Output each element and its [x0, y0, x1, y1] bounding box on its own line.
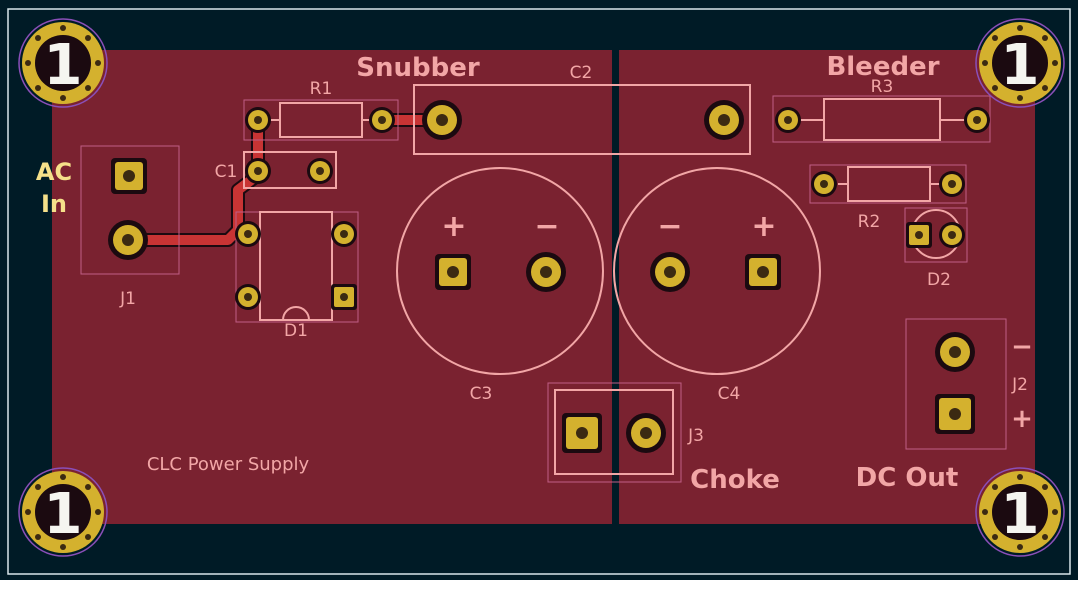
- ref-j2: J2: [1011, 375, 1028, 395]
- c3-plus-sign: +: [441, 209, 466, 244]
- label-in: In: [41, 190, 67, 218]
- ref-r1: R1: [310, 79, 333, 99]
- ref-d1: D1: [284, 321, 308, 341]
- j2-plus-sign: +: [1011, 404, 1033, 434]
- c3-minus-sign: −: [534, 209, 559, 244]
- ref-j1: J1: [119, 289, 136, 309]
- mounting-hole-tl[interactable]: [18, 18, 108, 108]
- ref-c4: C4: [718, 384, 741, 404]
- c4-plus-sign: +: [751, 209, 776, 244]
- ref-c2: C2: [570, 63, 593, 83]
- label-snubber: Snubber: [356, 53, 480, 83]
- mounting-hole-bl-number: 1: [44, 482, 83, 547]
- ref-r2: R2: [858, 212, 881, 232]
- mounting-hole-tr-number: 1: [1001, 33, 1040, 98]
- copper-pour-right: [619, 50, 1035, 524]
- board-edge-outline: [7, 8, 1071, 575]
- mounting-hole-br[interactable]: [975, 467, 1065, 557]
- mounting-hole-tl-number: 1: [44, 33, 83, 98]
- ref-j3: J3: [687, 426, 704, 446]
- ref-c3: C3: [470, 384, 493, 404]
- mounting-holes: 1 1 1 1: [18, 18, 1065, 557]
- mounting-hole-tr[interactable]: [975, 18, 1065, 108]
- board-title: CLC Power Supply: [147, 454, 310, 475]
- c4-minus-sign: −: [657, 209, 682, 244]
- label-bleeder: Bleeder: [826, 52, 939, 82]
- label-choke: Choke: [690, 465, 780, 495]
- ref-c1: C1: [215, 162, 238, 182]
- label-dc-out: DC Out: [856, 463, 959, 493]
- mounting-hole-bl[interactable]: [18, 467, 108, 557]
- j2-minus-sign: −: [1011, 332, 1033, 362]
- ref-r3: R3: [871, 77, 894, 97]
- pads: [108, 100, 990, 453]
- silkscreen-text: Snubber Bleeder AC In Choke DC Out CLC P…: [36, 52, 1033, 495]
- silkscreen-outlines: [80, 84, 1007, 483]
- ref-d2: D2: [927, 270, 951, 290]
- mounting-hole-br-number: 1: [1001, 482, 1040, 547]
- label-ac: AC: [36, 158, 72, 186]
